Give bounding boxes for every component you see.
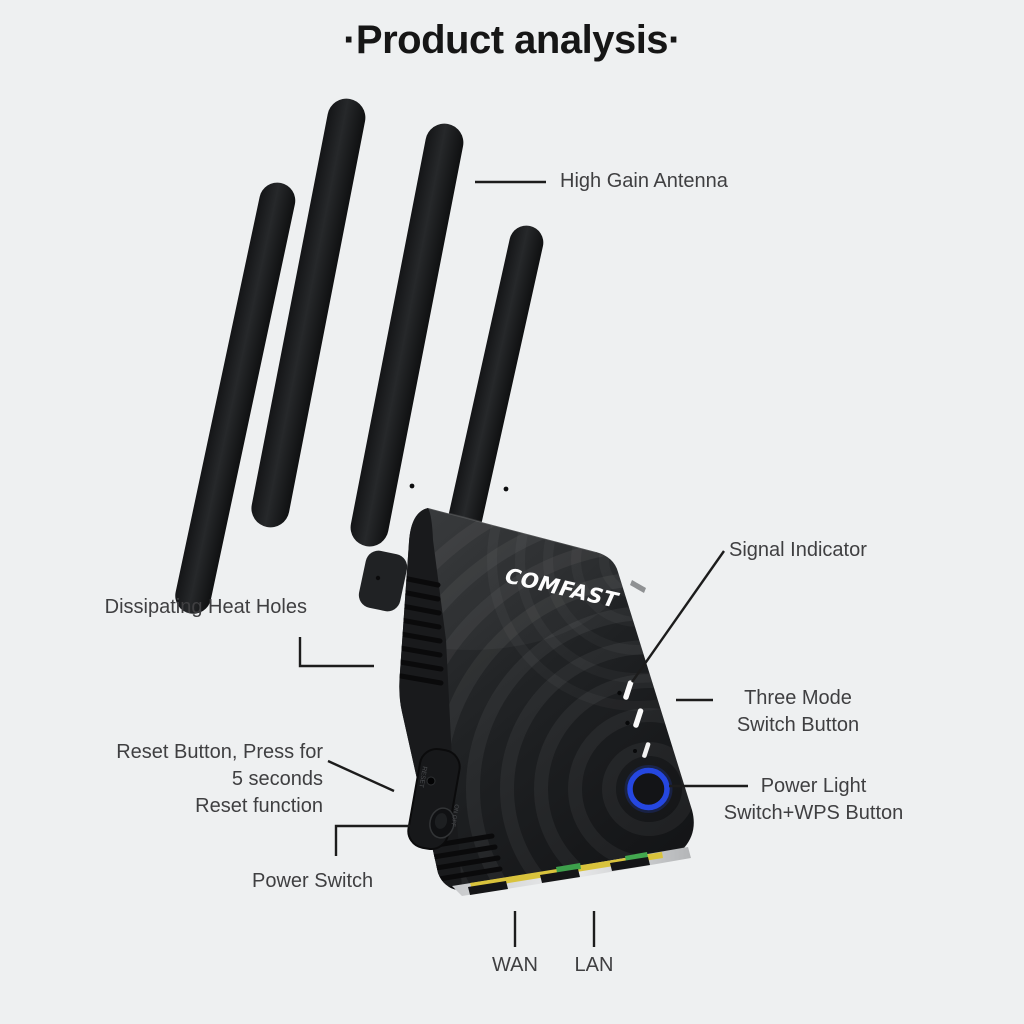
label-reset-line3: Reset function [195, 795, 323, 817]
power-wps-button [624, 765, 673, 813]
callout-line-heat-holes [298, 637, 374, 668]
ports-strip [452, 847, 691, 896]
callout-line-power-switch [334, 824, 410, 856]
signal-led-1 [623, 680, 634, 700]
ethernet-port-notch [468, 881, 508, 895]
led-dot-2 [625, 720, 630, 726]
power-ring [627, 767, 670, 811]
label-high-gain-antenna: High Gain Antenna [560, 170, 728, 192]
callout-lines [298, 180, 748, 947]
reset-hole [426, 776, 436, 786]
hinge-screw-dot [409, 483, 415, 489]
heat-grooves-top [399, 575, 444, 686]
label-power-light-wps-button: Power Light Switch+WPS Button [721, 773, 906, 827]
label-reset-button: Reset Button, Press for 5 seconds Reset … [95, 739, 323, 820]
antennas [175, 98, 646, 614]
label-reset-line2: 5 seconds [231, 768, 323, 790]
side-reset-text: RESET [417, 766, 428, 789]
label-wan-port: WAN [492, 954, 538, 976]
antenna-2 [251, 98, 366, 528]
label-lan-port: LAN [574, 954, 614, 976]
antenna-hinge [358, 550, 408, 612]
signal-led-3 [642, 742, 651, 758]
body-top-highlight [427, 507, 597, 553]
label-power-light-line1: Power Light [760, 775, 867, 797]
label-reset-line1: Reset Button, Press for [116, 741, 323, 763]
label-dissipating-heat-holes: Dissipating Heat Holes [104, 596, 307, 618]
ethernet-port-notch [610, 857, 650, 871]
signal-leds [617, 680, 651, 758]
label-power-switch: Power Switch [252, 870, 374, 892]
callout-line-signal-indicator [631, 550, 725, 683]
led-dot-1 [617, 690, 622, 696]
led-dot-3 [633, 749, 637, 753]
label-three-mode-switch-button: Three Mode Switch Button [713, 685, 883, 739]
side-onoff-text: ON OFF [449, 804, 459, 828]
antenna-1 [175, 182, 296, 614]
label-power-light-line2: Switch+WPS Button [723, 802, 904, 824]
hinge-screw-dot [503, 486, 509, 492]
label-signal-indicator: Signal Indicator [729, 539, 867, 561]
signal-led-2 [633, 708, 644, 728]
port-pin-green [625, 852, 648, 862]
label-three-mode-line2: Switch Button [736, 714, 860, 736]
antenna-3 [350, 123, 464, 547]
callout-line-reset [327, 759, 395, 793]
label-three-mode-line1: Three Mode [744, 687, 852, 709]
device-body [399, 508, 694, 891]
hinge-sliver [630, 580, 646, 593]
page-title: ·Product analysis· [343, 18, 681, 62]
ethernet-port-notch [540, 869, 580, 883]
hinge-screw-dot [375, 575, 381, 581]
antenna-4 [440, 225, 544, 571]
power-switch-knob-center [434, 813, 448, 829]
port-pin-green [556, 863, 581, 873]
